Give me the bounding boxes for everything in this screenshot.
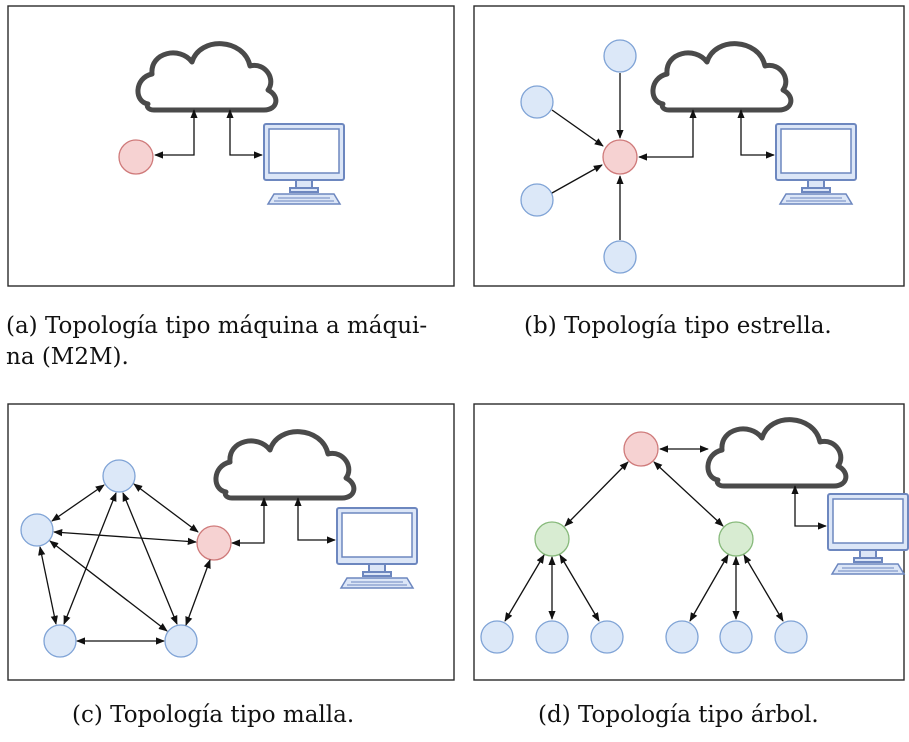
leaf-node <box>719 620 753 654</box>
panel-a <box>7 5 455 287</box>
edge-cloud-computer <box>791 485 827 530</box>
mesh-node <box>20 513 54 547</box>
caption-a-line2: na (M2M). <box>6 344 129 370</box>
edge-device-hub <box>551 109 604 147</box>
edge-cloud-computer <box>226 109 263 159</box>
leaf-node <box>480 620 514 654</box>
mesh-node <box>43 624 77 658</box>
panel-b <box>473 5 905 287</box>
edge-cloud-computer <box>294 497 336 544</box>
device-node <box>520 85 554 119</box>
tree-edges <box>504 461 784 622</box>
leaf-node <box>590 620 624 654</box>
mesh-node <box>102 459 136 493</box>
mesh-edges <box>38 483 211 645</box>
edge-gateway-cloud <box>154 109 198 159</box>
device-node <box>603 39 637 73</box>
mesh-node <box>164 624 198 658</box>
gateway-node <box>196 525 232 561</box>
hub-node <box>602 139 638 175</box>
caption-b: (b) Topología tipo estrella. <box>524 313 832 339</box>
caption-a-line1: (a) Topología tipo máquina a máqui- <box>6 313 428 339</box>
caption-c: (c) Topología tipo malla. <box>72 702 355 728</box>
gateway-node <box>118 139 154 175</box>
leaf-node <box>774 620 808 654</box>
router-node <box>534 521 570 557</box>
panel-c <box>7 403 455 681</box>
root-node <box>623 431 659 467</box>
edge-device-hub <box>551 164 603 194</box>
leaf-node <box>535 620 569 654</box>
edge-gateway-cloud <box>231 497 268 547</box>
panel-d <box>473 403 909 681</box>
device-node <box>603 240 637 274</box>
leaf-node <box>665 620 699 654</box>
edge-hub-cloud <box>638 109 697 161</box>
caption-d: (d) Topología tipo árbol. <box>538 702 819 728</box>
router-node <box>718 521 754 557</box>
edge-cloud-computer <box>737 109 775 159</box>
device-node <box>520 183 554 217</box>
